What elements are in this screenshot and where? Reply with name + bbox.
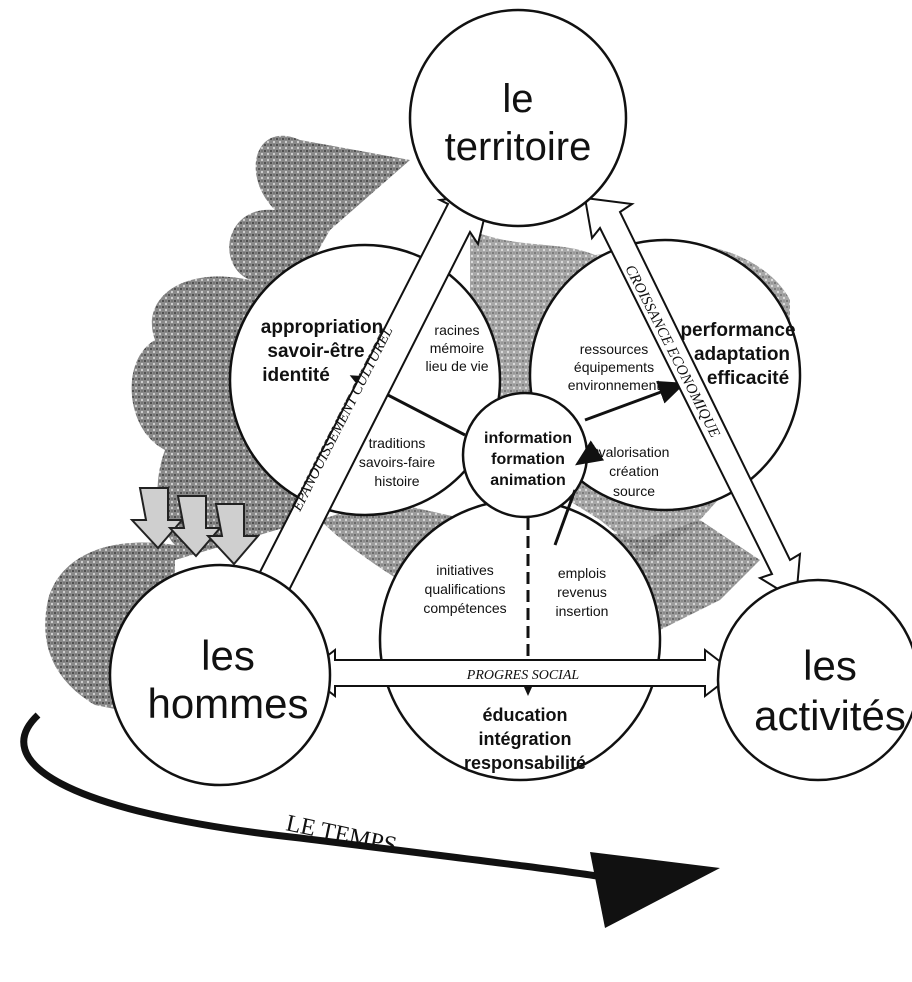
right-outer-3: efficacité [707,368,789,389]
territoire-line1: le [502,77,533,121]
center-line1: information [484,430,572,447]
time-arrow [20,712,720,928]
bottom-right-inner-3: insertion [556,603,609,619]
arrow-label-bottom: PROGRES SOCIAL [466,668,580,683]
right-bottom-inner-3: source [613,483,655,499]
left-outer-1: appropriation [261,317,383,338]
node-territoire [408,8,628,228]
bottom-right-inner-1: emplois [558,565,606,581]
left-bottom-inner-1: traditions [369,435,426,451]
right-outer-1: performance [680,320,795,341]
right-bottom-inner-1: valorisation [599,444,670,460]
bottom-left-inner-1: initiatives [436,562,494,578]
bottom-outer-3: responsabilité [464,753,586,773]
territoire-line2: territoire [445,125,592,169]
bottom-outer-2: intégration [479,729,572,749]
node-activites [716,578,912,782]
time-label: LE TEMPS [284,810,399,859]
main-arrows [240,192,802,699]
hommes-line1: les [201,632,255,679]
activites-line1: les [803,642,857,689]
left-top-inner-3: lieu de vie [425,358,488,374]
activites-line2: activités [754,692,906,739]
left-outer-2: savoir-être [267,341,364,362]
center-line3: animation [490,472,566,489]
flow-arrows [129,487,261,566]
bottom-left-inner-3: compétences [423,600,506,616]
hommes-line2: hommes [147,680,308,727]
left-top-inner-2: mémoire [430,340,485,356]
left-bottom-inner-2: savoirs-faire [359,454,435,470]
left-bottom-inner-3: histoire [374,473,419,489]
bottom-left-inner-2: qualifications [425,581,506,597]
left-outer-3: identité [262,365,330,386]
node-hommes [108,563,332,787]
bottom-outer-1: éducation [482,705,567,725]
right-bottom-inner-2: création [609,463,659,479]
bottom-right-inner-2: revenus [557,584,607,600]
right-top-inner-2: équipements [574,359,654,375]
left-top-inner-1: racines [434,322,479,338]
right-top-inner-3: environnement [568,377,661,393]
time-arrowhead-icon [590,852,720,928]
right-top-inner-1: ressources [580,341,648,357]
center-line2: formation [491,451,565,468]
right-outer-2: adaptation [694,344,790,365]
